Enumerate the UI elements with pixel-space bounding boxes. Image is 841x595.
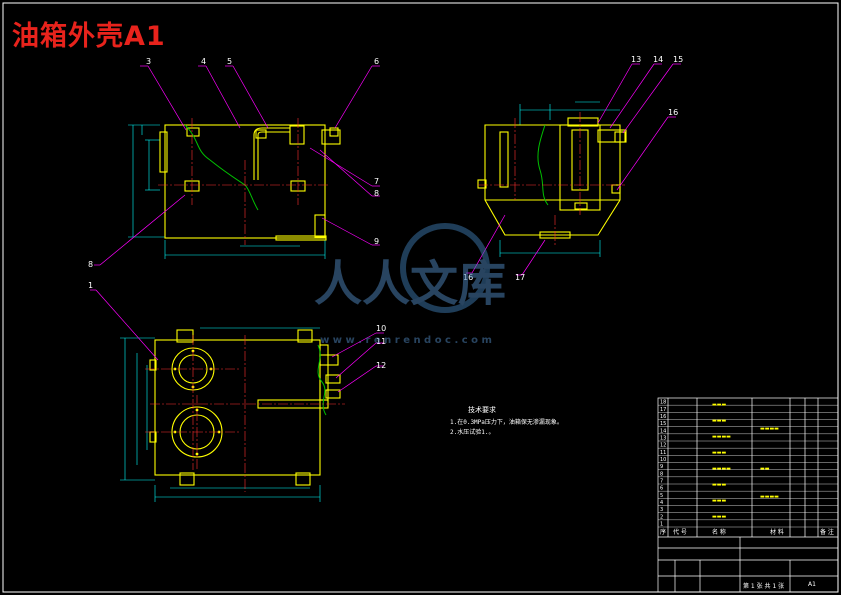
parts-list-row-number: 1	[660, 522, 663, 528]
parts-list-row-number: 16	[660, 414, 666, 420]
front-elevation-view	[128, 118, 341, 259]
parts-list-row-number: 12	[660, 443, 666, 449]
tb-header-seq: 序	[660, 528, 666, 536]
parts-list-row-number: 4	[660, 500, 663, 506]
balloon-9: 9	[374, 237, 379, 246]
balloon-15: 15	[673, 55, 683, 64]
balloon-5: 5	[227, 57, 232, 66]
tech-notes-heading: 技术要求	[468, 405, 496, 414]
watermark-circle-logo	[400, 223, 490, 313]
balloon-14: 14	[653, 55, 663, 64]
side-elevation-view	[477, 101, 627, 257]
svg-text:▬▬▬▬: ▬▬▬▬	[760, 494, 779, 500]
plan-view	[120, 327, 345, 502]
svg-text:▬▬▬▬: ▬▬▬▬	[712, 434, 731, 440]
balloon-labels: 3 4 5 6 7 8 9 8 13 14 15 16 16 17 1 10 1…	[88, 55, 683, 370]
balloon-8b: 8	[88, 260, 93, 269]
svg-text:▬▬▬: ▬▬▬	[712, 482, 726, 488]
tb-drawing-no: A1	[808, 581, 816, 588]
parts-list-row-number: 5	[660, 493, 663, 499]
balloon-6: 6	[374, 57, 379, 66]
balloon-7: 7	[374, 177, 379, 186]
tb-header-code: 代 号	[673, 528, 687, 536]
balloon-11: 11	[376, 337, 386, 346]
drawing-title: 油箱外壳A1	[12, 21, 166, 52]
tb-header-note: 备 注	[820, 528, 834, 536]
svg-text:▬▬▬: ▬▬▬	[712, 418, 726, 424]
parts-list-row-number: 3	[660, 507, 663, 513]
watermark-url: w w w . r e n r e n d o c . c o m	[320, 335, 492, 346]
balloon-3: 3	[146, 57, 151, 66]
parts-list-row-number: 2	[660, 514, 663, 520]
svg-text:▬▬▬: ▬▬▬	[712, 498, 726, 504]
balloon-10: 10	[376, 324, 386, 333]
parts-list-row-number: 17	[660, 407, 666, 413]
parts-list-row-number: 18	[660, 400, 666, 406]
parts-list-row-number: 13	[660, 436, 666, 442]
svg-text:▬▬▬: ▬▬▬	[712, 402, 726, 408]
parts-list-row-number: 14	[660, 428, 666, 434]
svg-text:▬▬▬▬: ▬▬▬▬	[760, 426, 779, 432]
tech-note-line-1: 1.在0.3MPa压力下，油箱保无渗漏现象。	[450, 418, 563, 426]
svg-text:▬▬▬: ▬▬▬	[712, 514, 726, 520]
watermark: 人人文库 w w w . r e n r e n d o c . c o m	[314, 223, 506, 346]
parts-list-row-number: 11	[660, 450, 666, 456]
watermark-brand: 人人文库	[314, 256, 506, 312]
technical-notes: 技术要求 1.在0.3MPa压力下，油箱保无渗漏现象。 2.水压试验1.。	[450, 405, 563, 436]
tb-sheet: 第 1 张 共 1 张	[743, 582, 784, 590]
balloon-1: 1	[88, 281, 93, 290]
balloon-13: 13	[631, 55, 641, 64]
balloon-8a: 8	[374, 189, 379, 198]
tech-note-line-2: 2.水压试验1.。	[450, 428, 494, 436]
parts-list-row-number: 9	[660, 464, 663, 470]
balloon-12: 12	[376, 361, 386, 370]
balloon-4: 4	[201, 57, 206, 66]
parts-list-row-number: 15	[660, 421, 666, 427]
tb-header-material: 材 料	[770, 528, 784, 536]
balloon-16a: 16	[668, 108, 678, 117]
parts-list-row-number: 6	[660, 486, 663, 492]
svg-text:▬▬▬▬: ▬▬▬▬	[712, 466, 731, 472]
parts-list-row-number: 10	[660, 457, 666, 463]
svg-text:▬▬: ▬▬	[760, 466, 770, 472]
svg-text:▬▬▬: ▬▬▬	[712, 450, 726, 456]
tb-header-name: 名 称	[712, 528, 726, 536]
parts-list-row-number: 7	[660, 479, 663, 485]
leader-lines	[90, 63, 681, 393]
parts-list-row-number: 8	[660, 471, 663, 477]
balloon-16b: 16	[463, 273, 473, 282]
balloon-17: 17	[515, 273, 525, 282]
